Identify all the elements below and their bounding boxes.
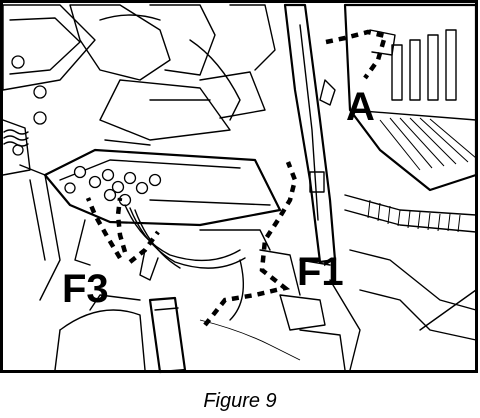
figure-caption: Figure 9 bbox=[203, 390, 276, 412]
vent-slots bbox=[391, 29, 457, 101]
leader-line-f3-a bbox=[85, 197, 122, 260]
leader-line-a bbox=[325, 29, 388, 80]
spring-left bbox=[3, 129, 29, 147]
leader-line-f3-c bbox=[128, 230, 160, 264]
mechanical-drawing bbox=[2, 3, 478, 374]
diagram-frame bbox=[0, 0, 478, 373]
callout-f1: F1 bbox=[297, 250, 344, 294]
ribbed-hatch bbox=[379, 117, 477, 171]
callout-a: A bbox=[346, 85, 375, 129]
leader-line-f1 bbox=[203, 161, 298, 327]
callout-f3: F3 bbox=[62, 267, 109, 311]
leader-line-f3-b bbox=[115, 197, 128, 253]
corrugated-hose bbox=[367, 199, 461, 233]
leader-lines bbox=[85, 29, 388, 327]
